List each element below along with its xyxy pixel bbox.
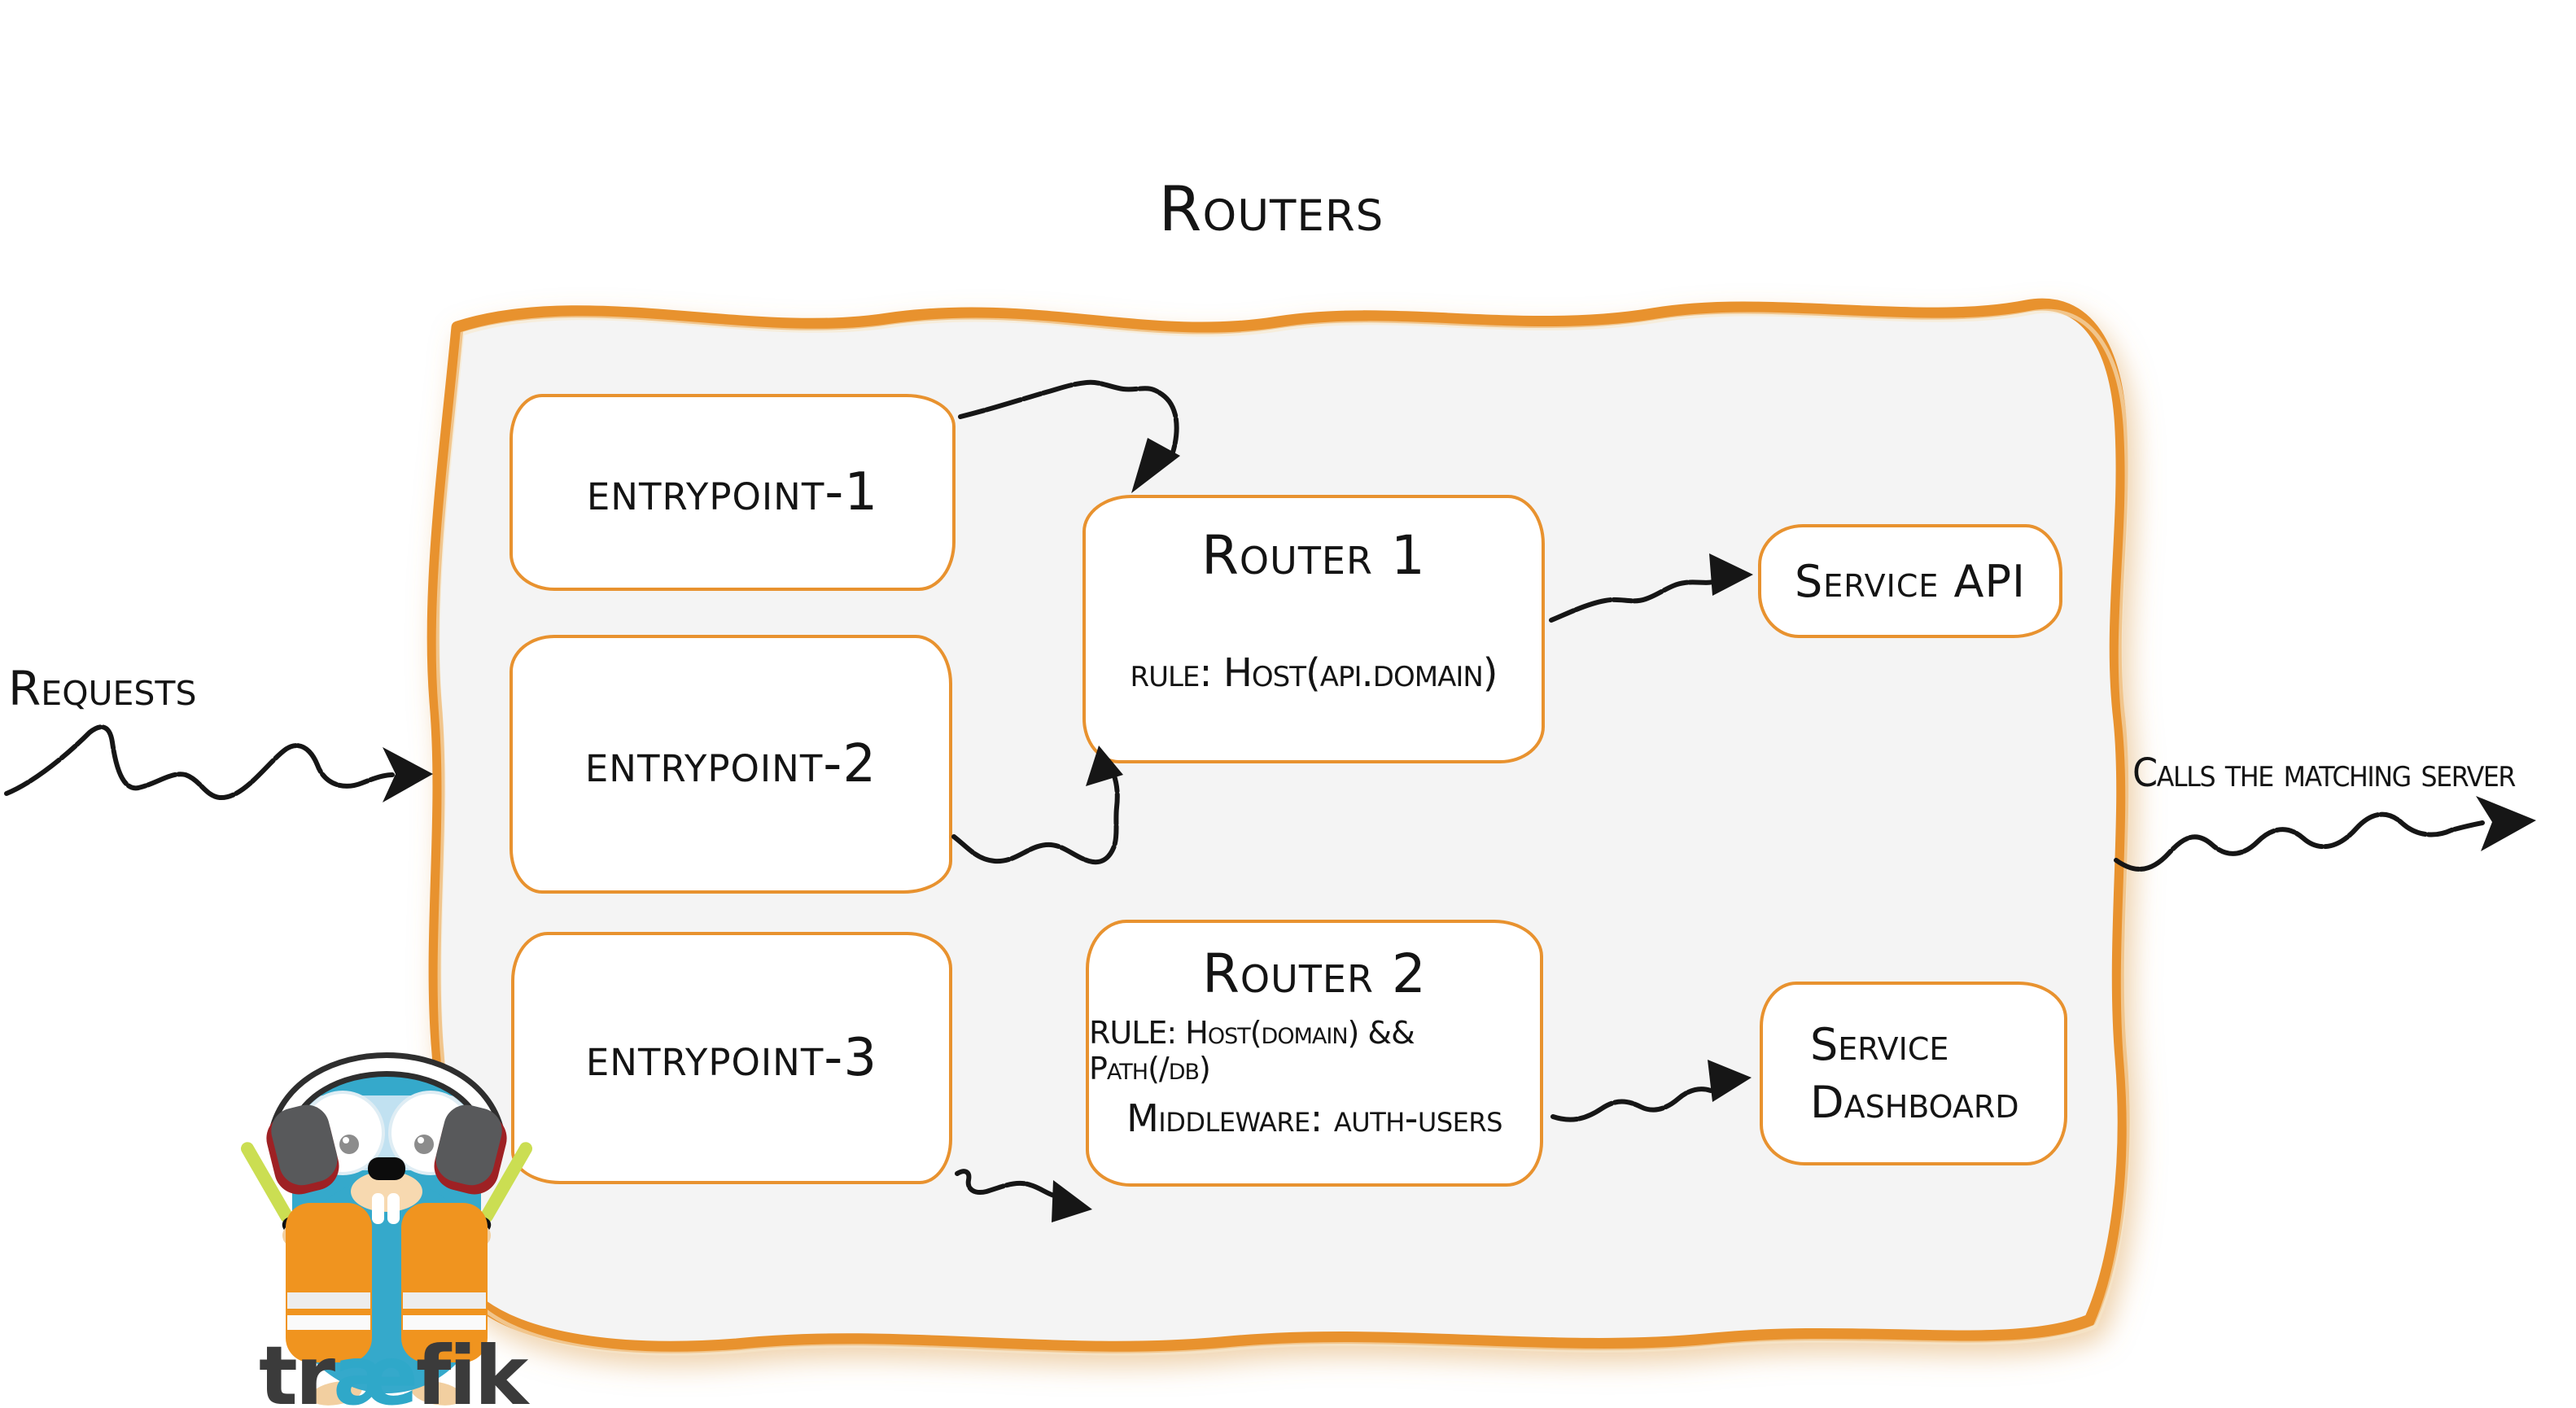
gopher-muzzle — [351, 1171, 422, 1212]
router-2-title: Router 2 — [1202, 942, 1427, 1005]
entrypoint-2-node: entrypoint-2 — [510, 635, 952, 894]
safety-vest — [286, 1203, 488, 1362]
entrypoint-1-node: entrypoint-1 — [510, 394, 956, 591]
entrypoint-3-label: entrypoint-3 — [585, 1028, 878, 1088]
router-2-rule: RULE: Host(domain) && Path(/db) — [1089, 1015, 1415, 1087]
calls-matching-server-label: Calls the matching server — [2132, 750, 2516, 796]
gopher-headphones — [266, 1052, 507, 1195]
wordmark-post: fik — [415, 1328, 528, 1408]
router-2-node: Router 2 RULE: Host(domain) && Path(/db)… — [1086, 920, 1543, 1187]
entrypoint-1-label: entrypoint-1 — [586, 462, 879, 523]
requests-label: Requests — [8, 661, 197, 716]
gopher-nose — [368, 1157, 405, 1180]
router-1-rule: rule: Host(api.domain) — [1130, 650, 1498, 696]
entrypoint-3-node: entrypoint-3 — [511, 932, 952, 1184]
service-api-node: Service API — [1758, 524, 2062, 638]
router-2-middleware: Middleware: auth-users — [1126, 1096, 1502, 1140]
gopher-foot-right — [411, 1381, 463, 1406]
traefik-gopher-mascot — [241, 1052, 532, 1406]
service-dashboard-node: Service Dashboard — [1760, 982, 2067, 1165]
traefik-wordmark: træfik — [259, 1328, 528, 1408]
entrypoint-2-label: entrypoint-2 — [584, 734, 877, 794]
gopher-foot-left — [310, 1381, 362, 1406]
service-dashboard-label-line1: Service — [1810, 1018, 1949, 1070]
service-dashboard-label-line2: Dashboard — [1810, 1077, 2019, 1128]
service-api-label: Service API — [1795, 555, 2026, 607]
router-1-node: Router 1 rule: Host(api.domain) — [1082, 495, 1545, 763]
gopher-tooth-right — [387, 1193, 400, 1224]
wordmark-ligature: æ — [333, 1328, 418, 1408]
router-1-title: Router 1 — [1201, 524, 1426, 587]
diagram-title: Routers — [1158, 173, 1384, 245]
gopher-tooth-left — [372, 1193, 384, 1224]
wordmark-pre: tr — [259, 1328, 335, 1408]
